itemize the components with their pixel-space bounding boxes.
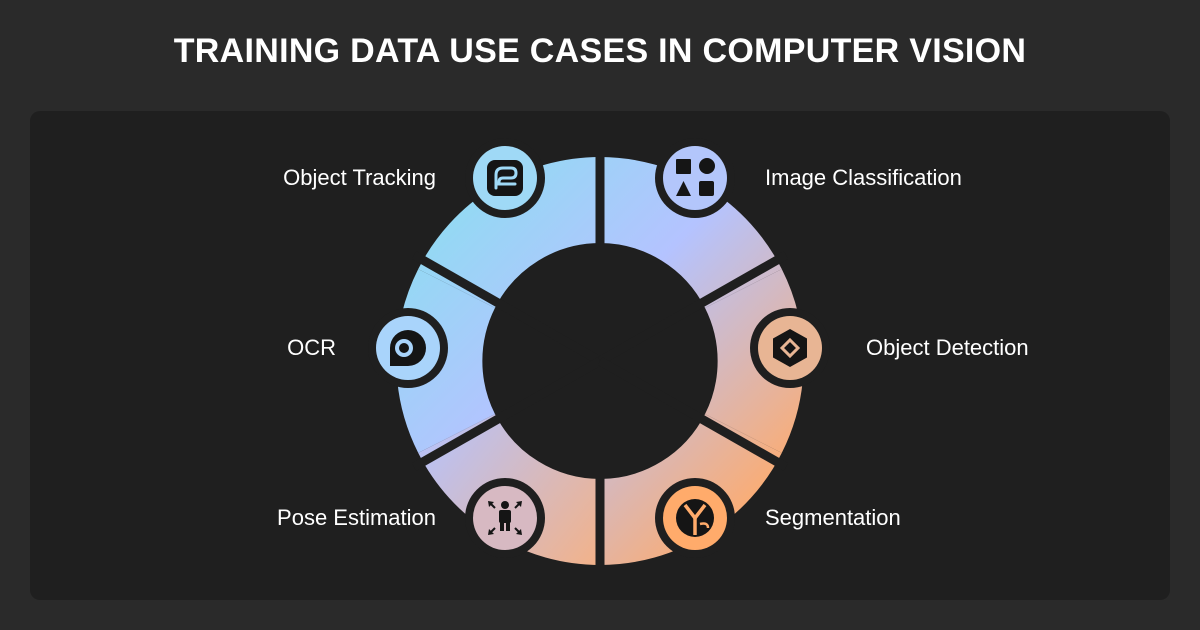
label-image-classification: Image Classification xyxy=(765,165,962,190)
label-object-detection: Object Detection xyxy=(866,335,1029,360)
page-title: TRAINING DATA USE CASES IN COMPUTER VISI… xyxy=(173,32,1027,70)
label-segmentation: Segmentation xyxy=(765,505,901,530)
ocr-icon xyxy=(390,330,426,366)
node-pose-estimation xyxy=(465,478,545,558)
object-tracking-icon xyxy=(487,160,523,196)
ring-segment-image-classification xyxy=(598,157,782,309)
ring-separators xyxy=(411,150,789,575)
label-ocr: OCR xyxy=(287,335,336,360)
node-image-classification xyxy=(655,138,735,218)
pose-estimation-icon xyxy=(488,501,522,535)
node-object-tracking xyxy=(465,138,545,218)
image-classification-icon xyxy=(676,158,715,196)
ring-segment-object-tracking xyxy=(418,157,602,309)
node-ocr xyxy=(368,308,448,388)
segmentation-icon xyxy=(676,499,714,537)
node-object-detection xyxy=(750,308,830,388)
label-pose-estimation: Pose Estimation xyxy=(277,505,436,530)
node-segmentation xyxy=(655,478,735,558)
object-detection-icon xyxy=(773,329,807,367)
label-object-tracking: Object Tracking xyxy=(283,165,436,190)
